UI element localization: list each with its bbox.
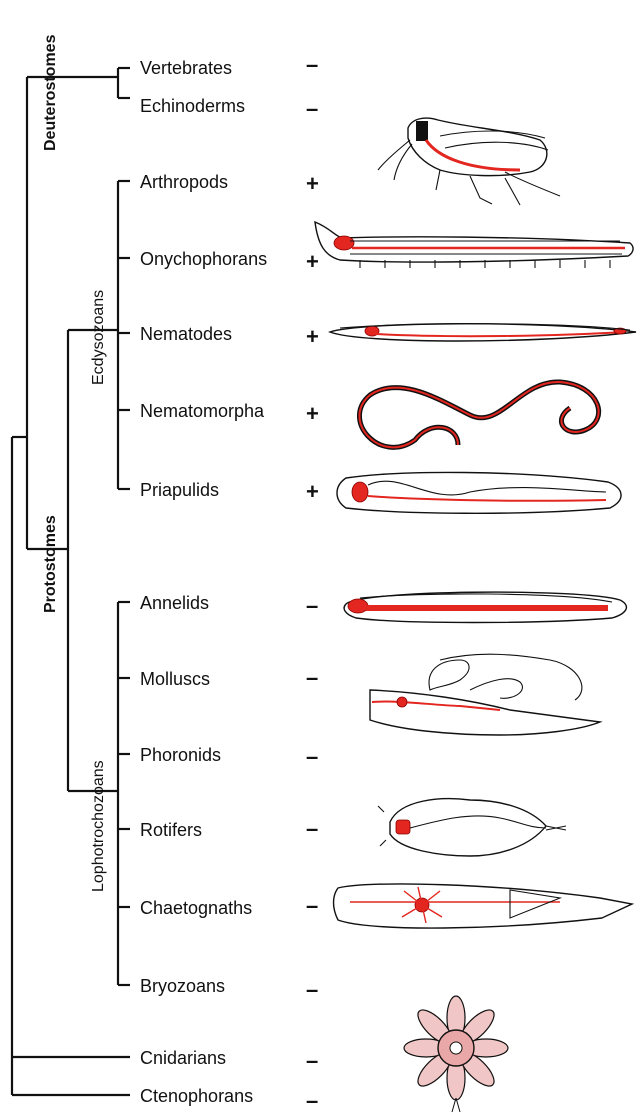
sign-marker: –	[306, 979, 318, 1001]
taxon-label: Molluscs	[140, 669, 210, 689]
taxon-label: Echinoderms	[140, 96, 245, 116]
sign-marker: –	[306, 54, 318, 76]
sign-marker: –	[306, 1050, 318, 1072]
sign-marker: –	[306, 746, 318, 768]
taxon-label: Phoronids	[140, 745, 221, 765]
priapulid-illustration	[337, 472, 621, 513]
annelid-illustration	[344, 592, 626, 622]
taxon-label: Arthropods	[140, 172, 228, 192]
taxon-label: Chaetognaths	[140, 898, 252, 918]
sign-marker: +	[306, 403, 319, 425]
nematode-illustration	[330, 324, 636, 341]
sign-marker: –	[306, 595, 318, 617]
taxon-label: Onychophorans	[140, 249, 267, 269]
taxon-label: Nematomorpha	[140, 401, 264, 421]
sign-marker: +	[306, 481, 319, 503]
taxon-label: Vertebrates	[140, 58, 232, 78]
taxon-label: Annelids	[140, 593, 209, 613]
sign-marker: –	[306, 1090, 318, 1112]
sign-marker: –	[306, 667, 318, 689]
taxon-label: Rotifers	[140, 820, 202, 840]
clade-label-ecdysozoans: Ecdysozoans	[90, 290, 108, 385]
chaetognath-illustration	[334, 884, 633, 928]
rotifer-illustration	[378, 799, 566, 856]
clade-label-lophotrochozoans: Lophotrochozoans	[90, 760, 108, 892]
mollusc-illustration	[370, 654, 600, 735]
sign-marker: +	[306, 251, 319, 273]
nematomorph-illustration	[359, 382, 598, 447]
sign-marker: +	[306, 326, 319, 348]
clade-label-deuterostomes: Deuterostomes	[42, 35, 60, 151]
taxon-label: Bryozoans	[140, 976, 225, 996]
onychophoran-illustration	[315, 222, 633, 268]
grasshopper-illustration	[378, 118, 560, 205]
sign-marker: –	[306, 895, 318, 917]
sign-marker: –	[306, 98, 318, 120]
tree-branches	[12, 68, 130, 1095]
taxon-label: Ctenophorans	[140, 1086, 253, 1106]
cnidarian-illustration	[382, 974, 529, 1117]
clade-label-protostomes: Protostomes	[42, 515, 60, 613]
sign-marker: +	[306, 173, 319, 195]
taxon-label: Priapulids	[140, 480, 219, 500]
taxon-label: Nematodes	[140, 324, 232, 344]
sign-marker: –	[306, 818, 318, 840]
taxon-label: Cnidarians	[140, 1048, 226, 1068]
